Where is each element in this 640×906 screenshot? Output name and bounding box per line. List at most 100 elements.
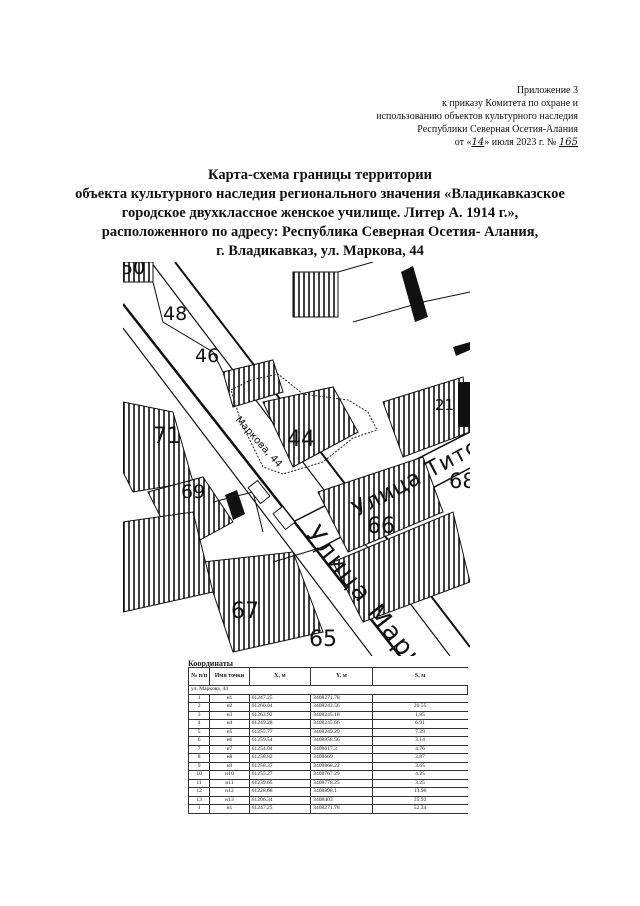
table-cell: н1 [209,693,250,703]
col-header: Y, м [310,667,373,686]
heritage-boundary [230,373,378,475]
table-cell: 1.85 [371,710,468,720]
table-cell: 5 [187,727,211,737]
house-number: 44 [287,427,315,452]
table-cell: 52.34 [371,804,468,814]
date-prefix: от « [454,137,472,148]
table-cell: 3408271.78 [310,693,373,703]
table-cell: 4 [187,719,211,729]
table-cell: 3408243.56 [310,702,373,712]
table-cell: 61254.04 [248,744,312,754]
table-cell: 3408271.78 [310,804,373,814]
road-crossing [247,479,271,505]
title-line: объекта культурного наследия регионально… [75,186,565,202]
table-cell: 3408617.3 [310,744,373,754]
table-cell: 2 [187,702,211,712]
date-mid: » июля 2023 г. № [484,137,557,148]
table-cell: 3.65 [371,761,468,771]
table-cell: н8 [209,753,250,763]
coords-title: Координаты [188,659,233,668]
house-number: 67 [231,599,259,624]
table-cell: н6 [209,736,250,746]
table-cell: 1 [187,804,211,814]
table-cell: 3408669 [310,753,373,763]
table-cell: 3.14 [371,736,468,746]
table-cell: 61228.68 [248,787,312,797]
col-header: S, м [371,667,468,686]
map-svg: 50 48 46 44 71 69 67 65 66 68 21 Улица М… [123,262,470,660]
title-line: Карта-схема границы территории [208,167,432,183]
table-cell: 12 [187,787,211,797]
table-cell: 7 [187,744,211,754]
col-header: № п/п [187,667,211,686]
boundary-map: 50 48 46 44 71 69 67 65 66 68 21 Улица М… [123,262,470,660]
table-cell: 4.76 [371,744,468,754]
table-cell: 3408767.29 [310,770,373,780]
table-cell: 3408868.22 [310,761,373,771]
table-cell: 61259.54 [248,736,312,746]
table-cell: 61206.34 [248,795,312,805]
table-cell: 61239.65 [248,778,312,788]
table-cell: 8 [187,753,211,763]
table-cell: 11 [187,778,211,788]
house-number: 21 [435,396,454,414]
table-cell: 61255.27 [248,770,312,780]
house-number: 68 [449,469,470,493]
table-cell: н13 [209,795,250,805]
table-cell: 61258.82 [248,753,312,763]
table-cell: 6 [187,736,211,746]
house-number: 66 [367,514,395,539]
appendix-line: Республики Северная Осетия-Алания [417,124,578,135]
table-cell: 35.92 [371,795,468,805]
table-cell: 3.87 [371,753,468,763]
table-cell: н11 [209,778,250,788]
table-cell: 3.25 [371,778,468,788]
appendix-date-line: от «14» июля 2023 г. № 165 [278,136,578,149]
table-cell: н2 [209,702,250,712]
table-cell: 3408245.66 [310,719,373,729]
table-cell: н9 [209,761,250,771]
table-cell: 61249.28 [248,719,312,729]
coordinates-table-block: Координаты № п/п Имя точки X, м Y, м S, … [176,656,468,834]
table-cell: 3408778.25 [310,778,373,788]
coordinates-table: № п/п Имя точки X, м Y, м S, м ул. Марко… [187,667,468,814]
table-cell: н3 [209,710,250,720]
table-cell: 61247.25 [248,693,312,703]
title-line: городское двухклассное женское училище. … [121,205,519,221]
appendix-line: Приложение 3 [516,85,578,96]
table-cell: 3408898.1 [310,787,373,797]
table-cell: 3408858.56 [310,736,373,746]
appendix-line: использованию объектов культурного насле… [376,111,578,122]
appendix-line: к приказу Комитета по охране и [441,98,578,109]
table-cell: 13 [187,795,211,805]
title-line: расположенного по адресу: Республика Сев… [101,224,539,240]
segment-label: ул. Маркова, 44 [188,685,468,695]
table-cell: н7 [209,744,250,754]
table-cell: 3408249.29 [310,727,373,737]
table-cell: н1 [209,804,250,814]
order-number: 165 [558,137,578,148]
document-title: Карта-схема границы территории объекта к… [60,166,580,261]
col-header: Имя точки [209,667,250,686]
house-number: 46 [195,345,219,367]
date-day: 14 [471,137,485,148]
table-cell: 61258.37 [248,761,312,771]
road-crossing [272,505,296,531]
table-cell: 9 [187,761,211,771]
appendix-header: Приложение 3 к приказу Комитета по охран… [278,84,578,149]
table-cell: н5 [209,727,250,737]
house-number: 69 [181,481,205,503]
table-cell: н10 [209,770,250,780]
table-cell: 10 [187,770,211,780]
